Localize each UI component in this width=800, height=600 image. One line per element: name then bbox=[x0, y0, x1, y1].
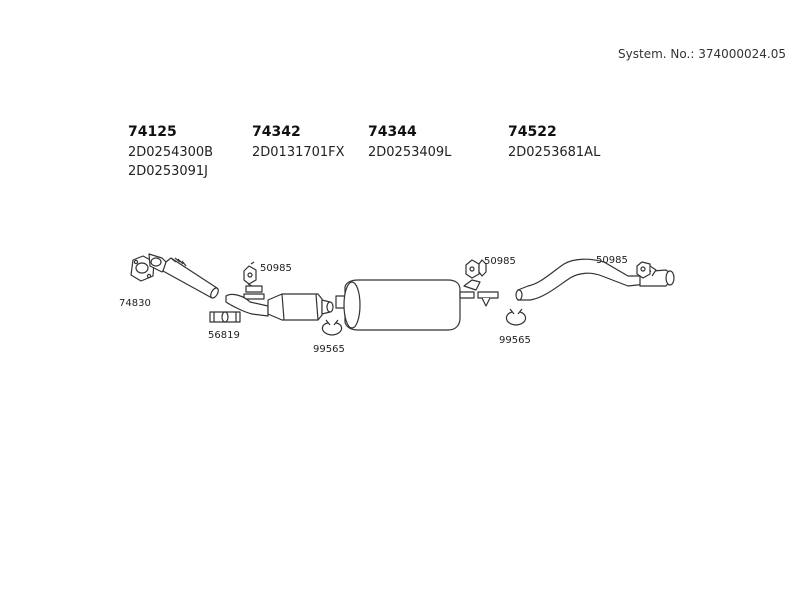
part-number-catalytic-converter: 74342 bbox=[252, 124, 301, 140]
front-pipe-icon bbox=[148, 253, 219, 299]
callout-ring-front: 99565 bbox=[313, 344, 345, 355]
oe-numbers-catalytic-converter: 2D0131701FX bbox=[252, 143, 345, 162]
clamp-icon bbox=[209, 311, 241, 323]
callout-ring-rear: 99565 bbox=[499, 335, 531, 346]
ring-clamp-icon bbox=[321, 319, 343, 336]
oe-number: 2D0253091J bbox=[128, 164, 209, 179]
callout-hanger-mid: 50985 bbox=[484, 256, 516, 267]
oe-number: 2D0131701FX bbox=[252, 145, 345, 160]
callout-hanger-front: 50985 bbox=[260, 263, 292, 274]
tail-pipe-icon bbox=[515, 258, 675, 301]
ring-clamp-icon bbox=[505, 308, 527, 326]
callout-clamp: 56819 bbox=[208, 330, 240, 341]
middle-silencer-icon bbox=[335, 279, 475, 331]
callout-hanger-rear: 50985 bbox=[596, 255, 628, 266]
oe-numbers-front-pipe: 2D0254300B 2D0253091J bbox=[128, 143, 213, 181]
callout-gasket: 74830 bbox=[119, 298, 151, 309]
rubber-hanger-icon bbox=[463, 259, 499, 307]
system-number: System. No.: 374000024.05 bbox=[618, 47, 786, 61]
oe-number: 2D0254300B bbox=[128, 145, 214, 160]
oe-numbers-middle-silencer: 2D0253409L bbox=[368, 143, 451, 162]
part-number-tail-pipe: 74522 bbox=[508, 124, 557, 140]
oe-numbers-tail-pipe: 2D0253681AL bbox=[508, 143, 600, 162]
part-number-front-pipe: 74125 bbox=[128, 124, 177, 140]
oe-number: 2D0253409L bbox=[368, 145, 452, 160]
rubber-hanger-icon bbox=[243, 261, 265, 300]
rubber-hanger-icon bbox=[636, 261, 657, 279]
oe-number: 2D0253681AL bbox=[508, 145, 601, 160]
catalytic-converter-icon bbox=[225, 293, 334, 321]
gasket-icon bbox=[130, 255, 155, 282]
part-number-middle-silencer: 74344 bbox=[368, 124, 417, 140]
